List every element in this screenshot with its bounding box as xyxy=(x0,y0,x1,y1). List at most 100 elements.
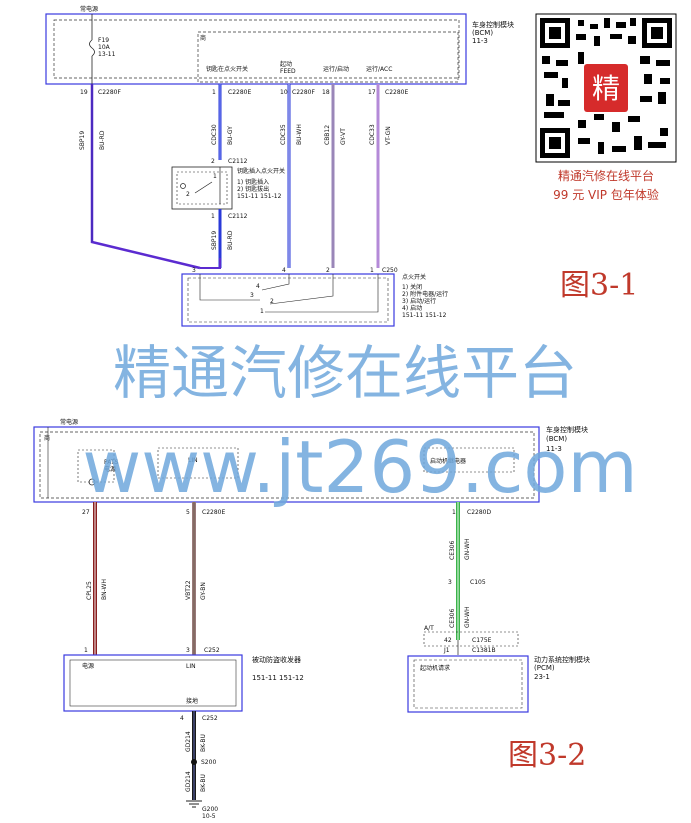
fig2-pin-2: 10 xyxy=(452,509,460,516)
pcm-label: 起动机请求 xyxy=(420,664,450,672)
ign-item-2: 3) 启动/运行 xyxy=(402,297,436,305)
c175-conn-bot: C1381B xyxy=(472,647,496,654)
fuse-icon xyxy=(89,39,95,57)
ground-splice: S200 xyxy=(201,759,216,766)
ground-color2: BK-BU xyxy=(200,774,207,792)
splice-s200-icon xyxy=(191,759,197,765)
key-switch-box xyxy=(171,166,233,210)
start-relay-box xyxy=(423,447,515,473)
fig1-switch-label-0: 钥匙在点火开关 xyxy=(206,65,248,73)
fig1-bcm-abbr: (BCM) xyxy=(472,29,493,37)
fig1-circuit-1: CDC30 xyxy=(211,124,218,145)
ground-circuit: GD214 xyxy=(185,731,192,752)
ign-contact-1: 3 xyxy=(250,292,254,299)
start-relay-label: 启动机继电器 xyxy=(430,457,466,465)
transceiver-lin: LIN xyxy=(186,663,196,670)
fig1-pin-1: 1 xyxy=(212,89,216,96)
fig2-circuit-2: CE306 xyxy=(449,540,456,560)
at-box xyxy=(423,631,519,647)
c105-circuit: CE306 xyxy=(449,608,456,628)
transceiver-conn: C252 xyxy=(204,647,220,654)
ground-gnd-ref: 10-5 xyxy=(202,813,216,820)
key-switch-conn-bottom: C2112 xyxy=(228,213,248,220)
fig2-color-0: BN-WH xyxy=(101,579,108,600)
key-switch-contact-top: 1 xyxy=(213,173,217,180)
fig1-color-2: BU-WH xyxy=(296,124,303,145)
fuse-rating: 10A xyxy=(98,44,111,51)
pcm-abbr: (PCM) xyxy=(534,664,555,672)
fig1-conn-4: C2280E xyxy=(385,89,408,96)
fig1-bcm-switch-box xyxy=(197,31,459,83)
pcm-box xyxy=(407,655,529,713)
promo-line2: 99 元 VIP 包年体验 xyxy=(553,187,659,202)
fig2-bcm-name: 车身控制模块 xyxy=(546,425,588,434)
fig2-bcm-box xyxy=(33,426,540,503)
fig1-circuit-3: CBB12 xyxy=(324,125,331,145)
transceiver-ref: 151-11 151-12 xyxy=(252,674,304,682)
ign-contact-0: 4 xyxy=(256,283,260,290)
fig1-top-label: 常电源 xyxy=(80,5,98,13)
fig1-bcm-inner xyxy=(53,19,460,79)
ground-pin: 4 xyxy=(180,715,184,722)
fig1-pin-0: 19 xyxy=(80,89,88,96)
promo-badge: 精 xyxy=(592,72,620,105)
pats-transistor-icon xyxy=(88,478,96,486)
fig1-bcm-name: 车身控制模块 xyxy=(472,20,514,29)
key-switch-pin-bottom: 1 xyxy=(211,213,215,220)
fig2-pin-0: 27 xyxy=(82,509,90,516)
ign-item-3: 4) 启动 xyxy=(402,304,422,312)
key-switch-contact-bottom: 2 xyxy=(186,191,190,198)
fig2-top-label: 常电源 xyxy=(60,418,78,426)
key-switch-conn-top: C2112 xyxy=(228,158,248,165)
transceiver-pin-1: 3 xyxy=(186,647,190,654)
fig1-circuit-0: SBP19 xyxy=(79,131,86,150)
watermark-line2: www.jt269.com xyxy=(82,425,637,509)
ground-circuit2: GD214 xyxy=(185,771,192,792)
fig2-conn-2: C2280D xyxy=(467,509,491,516)
transceiver-title: 被动防盗收发器 xyxy=(252,655,301,664)
ign-ref: 151-11 151-12 xyxy=(402,312,447,319)
fig2-circuit-0: CPL25 xyxy=(86,581,93,600)
ignition-switch-box xyxy=(181,273,395,327)
fuse-name: F19 xyxy=(98,37,109,44)
fig2-inner-label: 商 xyxy=(44,434,50,442)
transceiver-box xyxy=(63,654,243,712)
key-switch-item-1: 2) 钥匙拔出 xyxy=(237,185,269,193)
fig1-bcm-box xyxy=(45,13,467,85)
fig2-color-2: GN-WH xyxy=(464,538,471,560)
ign-pin-1: 4 xyxy=(282,267,286,274)
key-switch-circuit-below: SBP19 xyxy=(211,231,218,250)
key-icon xyxy=(180,183,186,189)
fig1-pin-4: 17 xyxy=(368,89,376,96)
fig2-color-1: GY-BN xyxy=(200,582,207,600)
fig1-circuit-2: CDC35 xyxy=(280,124,287,145)
fig1-color-3: GY-VT xyxy=(340,128,347,145)
ign-item-0: 1) 关闭 xyxy=(402,283,422,291)
pats-sub: 电源 xyxy=(104,465,116,473)
pcm-ref: 23-1 xyxy=(534,673,550,681)
transceiver-ground: 接地 xyxy=(186,697,198,705)
key-switch-pin-top: 2 xyxy=(211,158,215,165)
watermark-line1: 精通汽修在线平台 xyxy=(113,339,577,407)
lin-label: LIN xyxy=(188,457,198,464)
ign-pin-3: 1 xyxy=(370,267,374,274)
fig1-conn-1: C2280E xyxy=(228,89,251,96)
fig1-color-1: BU-GY xyxy=(227,126,234,145)
fig2-caption: 图3-2 xyxy=(508,738,586,773)
c105-pin: 3 xyxy=(448,579,452,586)
key-switch-item-0: 1) 钥匙插入 xyxy=(237,178,269,186)
fig2-circuit-1: VBT22 xyxy=(185,580,192,600)
ign-contact-2: 2 xyxy=(270,298,274,305)
fig1-switch-label-4: 运行/ACC xyxy=(366,65,392,73)
fig1-switch-label-1: 起动 xyxy=(280,60,292,68)
qr-code-icon xyxy=(535,13,677,163)
fig2-bcm-ref: 11-3 xyxy=(546,445,562,453)
fig1-color-0: BU-RD xyxy=(99,130,106,150)
transceiver-pin-0: 1 xyxy=(84,647,88,654)
fig1-inner-label: 商 xyxy=(200,34,206,42)
ground-icon xyxy=(186,800,202,808)
key-switch-color-below: BU-RD xyxy=(227,230,234,250)
fig1-pin-2: 10 xyxy=(280,89,288,96)
c105-color: GN-WH xyxy=(464,606,471,628)
